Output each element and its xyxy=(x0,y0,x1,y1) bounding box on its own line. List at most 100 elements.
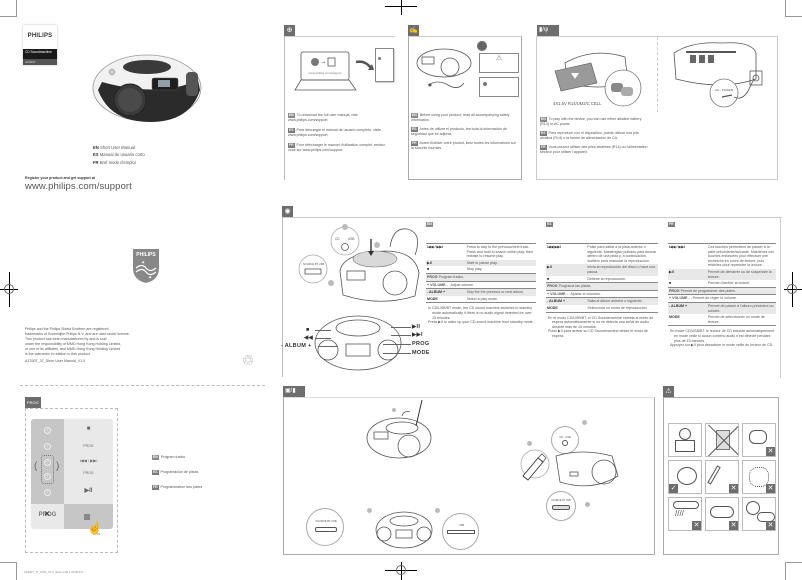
leader-line xyxy=(391,327,411,328)
person-reading-icon xyxy=(477,41,487,51)
cd-icon: ◉ xyxy=(282,206,293,217)
ac-power-illustration: AC~ POWER xyxy=(673,42,763,108)
source-switch xyxy=(315,527,337,532)
laptop-illustration: → www.philips.com/support xyxy=(294,51,357,91)
support-url-link[interactable]: www.philips.com/support xyxy=(25,181,132,192)
panel-warning: ✕ ✓ ✕ ✕ //// ✕ ✕ ✕ xyxy=(663,397,779,555)
crop-mark-bl xyxy=(0,562,17,580)
action-prog: PROG xyxy=(83,444,94,448)
warning-cell-read-manual xyxy=(668,423,702,457)
warning-cell-no-tamper: ✕ xyxy=(705,460,739,494)
safety-leaflet-1: ⚠ xyxy=(479,53,519,73)
cover-panel: PHILIPS CD Soundmachine AZ330T EN Short … xyxy=(0,0,270,200)
panel-cd-usb: CD / USB SOURCE BT USB USB CD · USB xyxy=(283,397,655,555)
document-id: AZ330T_37_Short User Manual_V1.0 xyxy=(25,359,86,363)
leader-line xyxy=(383,353,411,354)
crop-mark-tr xyxy=(785,0,802,17)
press-times: x2 xyxy=(97,532,101,536)
notes-en: In CD/USB/BT mode, the CD sound machine … xyxy=(428,306,534,325)
step-1: 1 xyxy=(44,427,51,434)
product-hero-image xyxy=(92,54,202,122)
product-type-band: CD Soundmachine xyxy=(23,49,57,59)
read-safety-icon: ✍ xyxy=(408,25,419,36)
globe-download-icon: ⊕ xyxy=(284,25,295,36)
legal-line: This product has been manufactured by an… xyxy=(25,337,107,341)
panel-cd-right-border xyxy=(780,218,781,378)
brand-logo: PHILIPS xyxy=(27,33,53,39)
leader-line xyxy=(319,346,337,347)
front-boombox-illustration xyxy=(375,511,433,549)
print-info: AZ330T_37_SUM_V1.0_Short.indd 1 2018/3/x… xyxy=(24,570,84,574)
warning-cell-no-rain: //// ✕ xyxy=(668,497,702,531)
prog-cancel-label: PROG xyxy=(38,512,57,518)
action-skip: I◀◀ / ▶▶I xyxy=(79,458,98,463)
stop-button-label: ■ xyxy=(306,327,310,333)
callout-usb-port: USB xyxy=(442,513,479,550)
table-row: PROG Permet de programmer des pistes. xyxy=(668,286,776,295)
svg-text:AC~ POWER: AC~ POWER xyxy=(715,88,734,92)
prog-tab: PROG xyxy=(25,397,41,408)
table-row: PROG Program tracks. xyxy=(426,272,536,282)
language-fr: FR Bref mode d'emploi xyxy=(93,159,136,165)
laptop-url: www.philips.com/support xyxy=(308,71,341,75)
battery-spec-label: 4X1.5V R14/UM2/C CELL xyxy=(553,101,602,106)
action-play: ▶II xyxy=(84,488,93,494)
table-row: - ALBUM +Permet de passer à l'album préc… xyxy=(668,301,776,315)
warning-cell-no-trash xyxy=(705,423,739,457)
arrow-icon xyxy=(355,60,374,70)
svg-text:PHILIPS: PHILIPS xyxy=(136,252,156,258)
warning-icon: ⚠ xyxy=(663,386,674,397)
warning-cell-no-sun: ✕ xyxy=(742,497,776,531)
warning-cell-service: ✓ xyxy=(668,460,702,494)
language-list: EN Short User Manual ES Manual de usuari… xyxy=(93,145,145,165)
svg-text:CD: CD xyxy=(335,237,340,241)
step-4: 4 xyxy=(44,473,51,480)
warning-cell-no-dust: ✕ xyxy=(742,460,776,494)
svg-text:→: → xyxy=(321,60,325,66)
prog-panel: 1 2 3 4 5 ( ) ■ PROG I◀◀ / ▶▶I PROG ▶II … xyxy=(25,408,118,553)
language-en: EN Short User Manual xyxy=(93,145,135,150)
philips-shield-logo: PHILIPS ✦ ✦ xyxy=(132,248,160,284)
model-band: AZ330T xyxy=(23,59,57,65)
callout-number xyxy=(585,502,590,507)
legal-line: or one of its affiliates, and MMD Hong K… xyxy=(25,347,121,351)
battery-plug-icon: ▮/ψ xyxy=(537,25,559,36)
brand-badge: PHILIPS CD Soundmachine AZ330T xyxy=(23,25,57,65)
callout-number xyxy=(527,441,532,446)
prog-button-label: PROG xyxy=(412,341,430,347)
prog-panel-outer xyxy=(20,385,265,386)
callout-source: CD · USB xyxy=(551,426,579,454)
lang-tag: EN xyxy=(426,222,433,227)
callout-number xyxy=(435,508,440,513)
hand-press-icon: ☝ xyxy=(87,521,102,535)
usb-stick-illustration xyxy=(520,449,550,481)
battery-install-illustration xyxy=(554,52,642,107)
lang-tag: ES xyxy=(546,222,553,227)
svg-text:✦: ✦ xyxy=(141,260,145,266)
warning-cell-no-heat: ✕ xyxy=(742,423,776,457)
table-row: ■Stop play. xyxy=(427,267,483,272)
repeat-arrows-icon: ) xyxy=(56,461,60,472)
